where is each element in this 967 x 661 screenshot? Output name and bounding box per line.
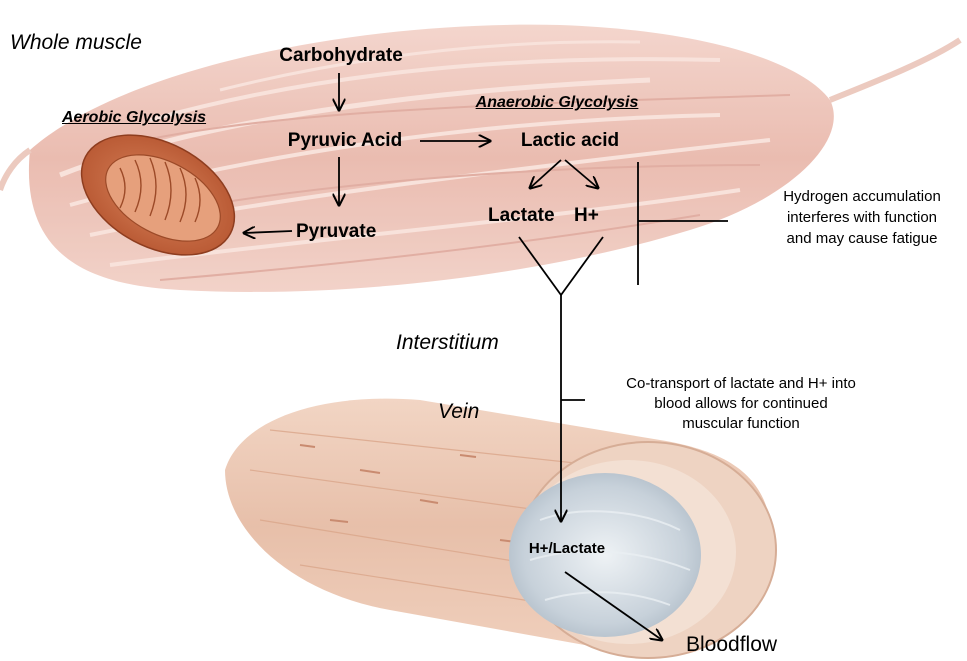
note-hydrogen-line-2: interferes with function bbox=[783, 207, 941, 228]
note-cotransport-line-3: muscular function bbox=[626, 414, 856, 434]
label-h-lactate: H+/Lactate bbox=[529, 540, 605, 557]
note-hydrogen-line-1: Hydrogen accumulation bbox=[783, 186, 941, 207]
label-h-plus: H+ bbox=[574, 205, 599, 227]
note-cotransport-line-2: blood allows for continued bbox=[626, 394, 856, 414]
vein-illustration bbox=[225, 399, 776, 658]
label-bloodflow: Bloodflow bbox=[686, 633, 777, 657]
label-carbohydrate: Carbohydrate bbox=[279, 45, 403, 67]
label-whole-muscle: Whole muscle bbox=[10, 31, 142, 55]
label-lactate: Lactate bbox=[488, 205, 555, 227]
label-anaerobic-glycolysis: Anaerobic Glycolysis bbox=[476, 94, 639, 112]
label-interstitium: Interstitium bbox=[396, 331, 499, 355]
label-pyruvic-acid: Pyruvic Acid bbox=[288, 130, 402, 152]
label-vein: Vein bbox=[438, 400, 479, 424]
label-lactic-acid: Lactic acid bbox=[521, 130, 619, 152]
note-cotransport: Co-transport of lactate and H+ into bloo… bbox=[626, 374, 856, 434]
label-aerobic-glycolysis: Aerobic Glycolysis bbox=[62, 109, 206, 127]
note-hydrogen-line-3: and may cause fatigue bbox=[783, 228, 941, 249]
label-pyruvate: Pyruvate bbox=[296, 221, 376, 243]
note-cotransport-line-1: Co-transport of lactate and H+ into bbox=[626, 374, 856, 394]
note-hydrogen-accumulation: Hydrogen accumulation interferes with fu… bbox=[783, 186, 941, 249]
